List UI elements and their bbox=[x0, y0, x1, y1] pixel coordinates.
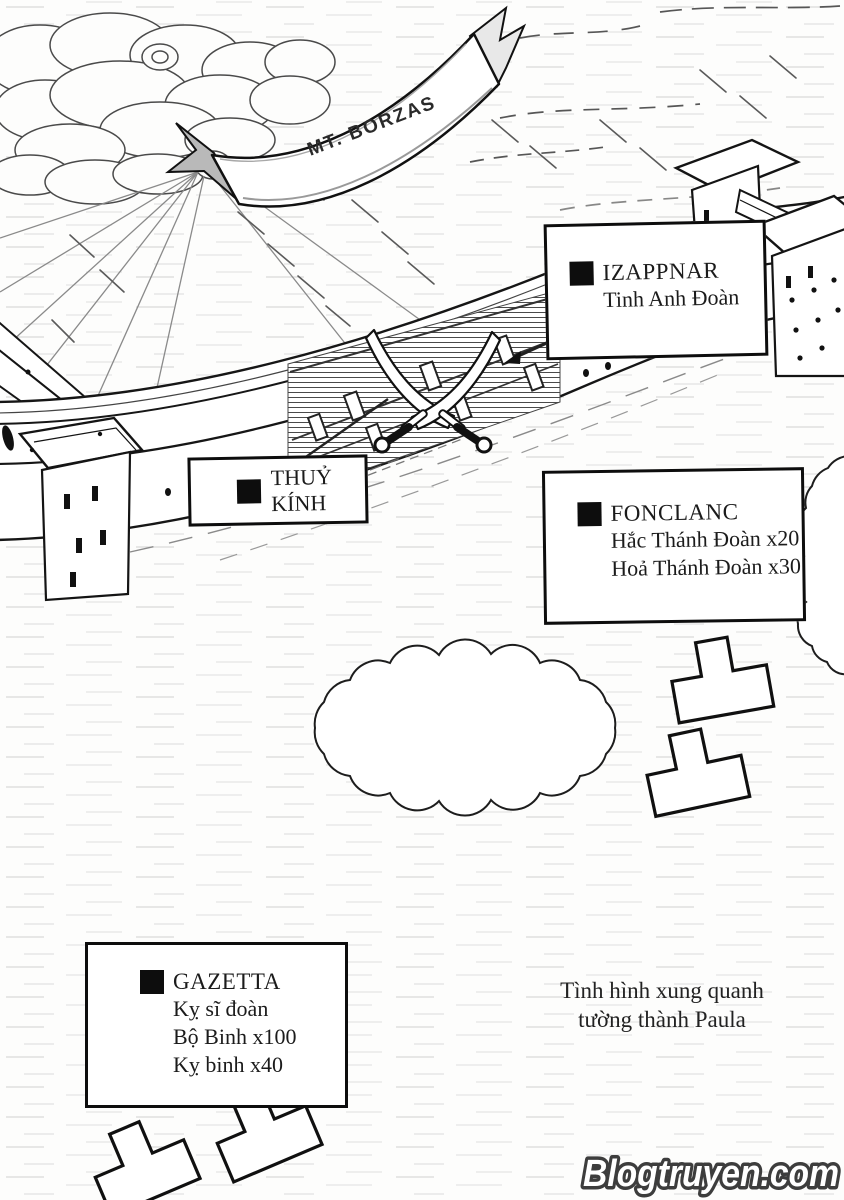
black-square-marker bbox=[236, 478, 262, 504]
unit-line: Kỵ binh x40 bbox=[173, 1052, 283, 1077]
smoke-clouds bbox=[0, 12, 336, 205]
legend-box-fonclanc: FONCLANC Hắc Thánh Đoàn x20 Hoả Thánh Đo… bbox=[541, 467, 807, 625]
banner-ribbon bbox=[165, 5, 527, 208]
troop-marker bbox=[645, 727, 752, 819]
crossed-swords-icon bbox=[364, 328, 502, 454]
unit-line: Tinh Anh Đoàn bbox=[602, 284, 740, 313]
forest-patch bbox=[313, 638, 617, 817]
legend-box-thuy-kinh: THUỶ KÍNH bbox=[187, 454, 369, 527]
troop-marker bbox=[93, 1119, 203, 1200]
legend-box-izappnar: IZAPPNAR Tinh Anh Đoàn bbox=[543, 219, 769, 361]
troop-marker bbox=[670, 635, 776, 725]
black-square-marker bbox=[140, 970, 164, 994]
black-square-marker bbox=[569, 261, 594, 286]
caption-line2: tường thành Paula bbox=[578, 1007, 746, 1032]
map-caption: Tình hình xung quanh tường thành Paula bbox=[544, 976, 780, 1034]
faction-name: GAZETTA bbox=[173, 969, 281, 994]
faction-name: IZAPPNAR bbox=[602, 257, 720, 286]
pointer-line-thuy-kinh bbox=[302, 398, 389, 460]
unit-line: Hoả Thánh Đoàn x30 bbox=[611, 553, 802, 581]
legend-box-gazetta: GAZETTA Kỵ sĩ đoàn Bộ Binh x100 Kỵ binh … bbox=[85, 942, 348, 1108]
site-watermark: Blogtruyen.com bbox=[580, 1150, 843, 1199]
pointer-arrow-izappnar bbox=[504, 340, 550, 364]
faction-name-line1: THUỶ bbox=[270, 463, 333, 490]
unit-line: Hắc Thánh Đoàn x20 bbox=[610, 525, 800, 553]
faction-name: FONCLANC bbox=[610, 499, 739, 526]
black-square-marker bbox=[577, 502, 602, 527]
troop-marker bbox=[215, 1085, 325, 1185]
unit-line: Kỵ sĩ đoàn bbox=[173, 996, 269, 1021]
faction-name-line2: KÍNH bbox=[271, 489, 327, 516]
forest-patch-right bbox=[794, 455, 844, 676]
unit-line: Bộ Binh x100 bbox=[173, 1024, 297, 1049]
troop-markers bbox=[93, 635, 776, 1200]
caption-line1: Tình hình xung quanh bbox=[560, 978, 764, 1003]
left-tower bbox=[17, 416, 145, 602]
slope-dashes bbox=[51, 55, 797, 343]
watermark-text: Blogtruyen.com bbox=[583, 1153, 839, 1195]
